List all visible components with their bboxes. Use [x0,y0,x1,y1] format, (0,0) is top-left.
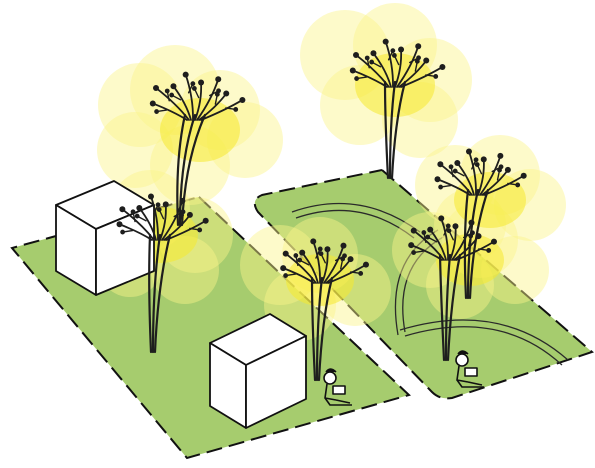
cube-left [56,181,154,295]
